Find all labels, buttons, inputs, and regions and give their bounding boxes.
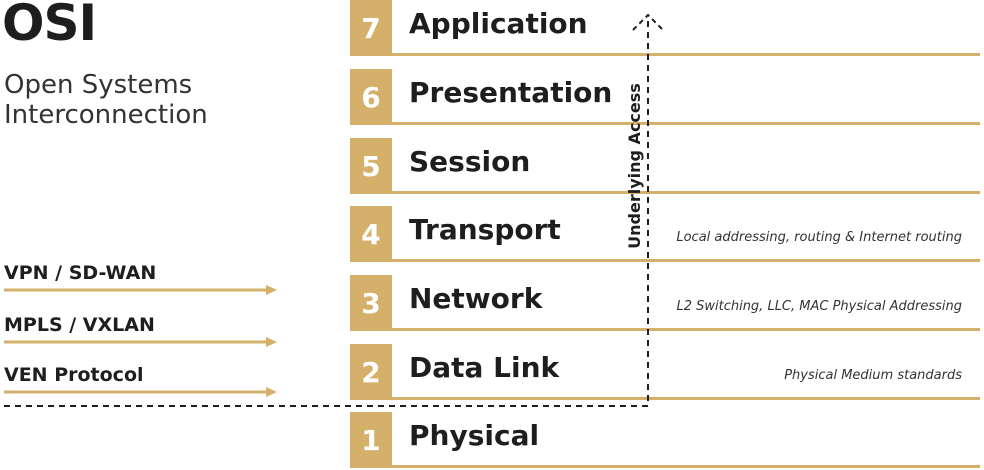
layer-rule <box>392 191 980 194</box>
right-arrow-icon <box>4 387 277 397</box>
layer-rule <box>392 465 980 468</box>
right-arrow-icon <box>4 285 277 295</box>
protocol-vpn-sdwan: VPN / SD-WAN <box>2 262 277 298</box>
layer-rule <box>392 53 980 56</box>
layer-6-presentation: 6 Presentation <box>350 69 980 125</box>
protocol-label: MPLS / VXLAN <box>4 314 155 336</box>
layer-2-data-link: 2 Data Link Physical Medium standards <box>350 344 980 400</box>
layer-number: 4 <box>350 206 392 262</box>
layer-number: 3 <box>350 275 392 331</box>
layer-name: Transport <box>409 213 561 246</box>
subtitle-line-2: Interconnection <box>4 100 208 130</box>
layer-name: Session <box>409 145 531 178</box>
layer-number: 5 <box>350 138 392 194</box>
layer-1-physical: 1 Physical <box>350 412 980 468</box>
layer-name: Presentation <box>409 76 613 109</box>
protocol-label: VPN / SD-WAN <box>4 262 157 284</box>
protocol-mpls-vxlan: MPLS / VXLAN <box>2 314 277 350</box>
layer-3-network: 3 Network L2 Switching, LLC, MAC Physica… <box>350 275 980 331</box>
layer-name: Data Link <box>409 351 560 384</box>
layer-number: 7 <box>350 0 392 56</box>
layer-rule <box>392 259 980 262</box>
layer-7-application: 7 Application <box>350 0 980 56</box>
layer-number: 1 <box>350 412 392 468</box>
layer-name: Application <box>409 7 588 40</box>
layer-description: L2 Switching, LLC, MAC Physical Addressi… <box>676 299 962 314</box>
underlying-access-label: Underlying Access <box>625 83 644 249</box>
layer-number: 2 <box>350 344 392 400</box>
layer-number: 6 <box>350 69 392 125</box>
layer-rule <box>392 397 980 400</box>
protocol-label: VEN Protocol <box>4 364 144 386</box>
layer-description: Physical Medium standards <box>784 368 962 383</box>
layer-4-transport: 4 Transport Local addressing, routing & … <box>350 206 980 262</box>
layer-description: Local addressing, routing & Internet rou… <box>676 230 962 245</box>
right-arrow-icon <box>4 337 277 347</box>
layer-name: Network <box>409 282 543 315</box>
protocol-ven: VEN Protocol <box>2 364 277 400</box>
layer-name: Physical <box>409 419 540 452</box>
layer-5-session: 5 Session <box>350 138 980 194</box>
layer-rule <box>392 328 980 331</box>
subtitle-line-1: Open Systems <box>4 70 193 100</box>
osi-title: OSI <box>2 0 97 52</box>
layer-rule <box>392 122 980 125</box>
osi-subtitle: Open Systems Interconnection <box>4 70 208 130</box>
